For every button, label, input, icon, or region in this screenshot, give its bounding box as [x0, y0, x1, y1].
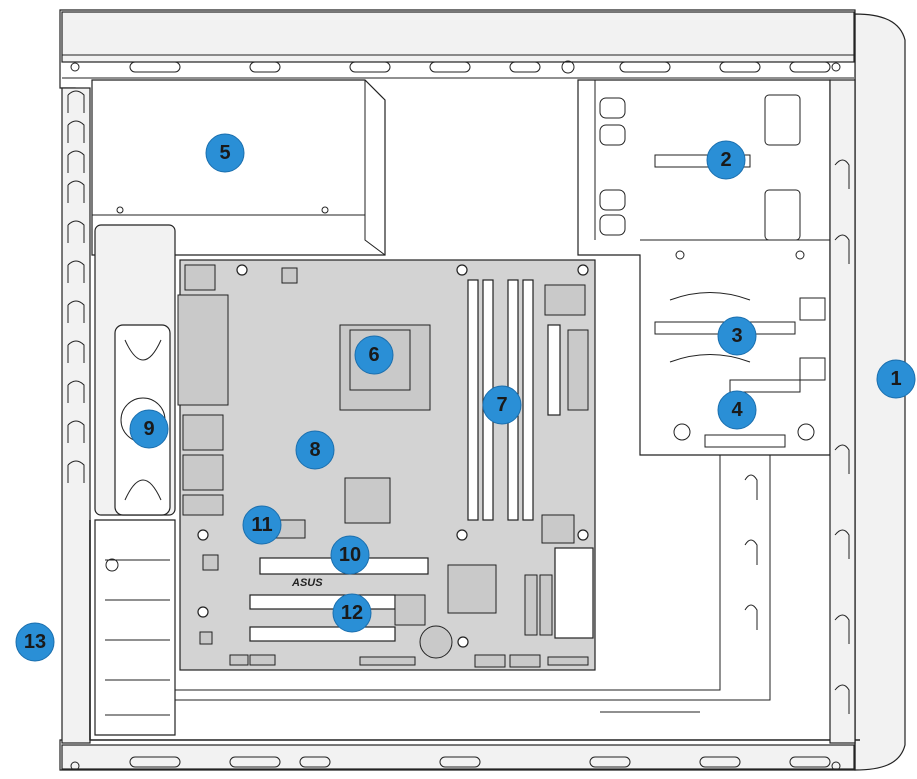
svg-text:10: 10 — [339, 544, 361, 566]
svg-text:1: 1 — [890, 368, 901, 390]
motherboard: ASUS — [177, 259, 596, 671]
top-clips — [70, 60, 841, 74]
top-rail — [61, 11, 855, 63]
callout-7: 7 — [482, 385, 522, 425]
front-rail-clips — [744, 159, 850, 714]
callout-1: 1 — [876, 359, 916, 399]
front-bay-rail — [829, 79, 856, 744]
callout-11: 11 — [242, 505, 282, 545]
callout-4: 4 — [717, 390, 757, 430]
callout-5: 5 — [205, 133, 245, 173]
callout-8: 8 — [295, 430, 335, 470]
svg-text:7: 7 — [496, 394, 507, 416]
svg-text:11: 11 — [251, 514, 272, 536]
rear-panel — [61, 87, 91, 744]
callout-2: 2 — [706, 140, 746, 180]
svg-text:12: 12 — [341, 602, 363, 624]
bottom-clips — [70, 756, 841, 771]
svg-text:3: 3 — [731, 325, 742, 347]
svg-text:5: 5 — [219, 142, 230, 164]
svg-text:4: 4 — [731, 399, 743, 421]
svg-text:9: 9 — [143, 418, 154, 440]
callout-3: 3 — [717, 316, 757, 356]
svg-text:13: 13 — [24, 631, 46, 653]
rear-vents — [67, 90, 85, 483]
callout-9: 9 — [129, 409, 169, 449]
front-panel — [854, 13, 906, 771]
callout-6: 6 — [354, 335, 394, 375]
pci-slot-2 — [249, 626, 396, 642]
svg-text:6: 6 — [368, 344, 379, 366]
callout-13: 13 — [15, 622, 55, 662]
callout-10: 10 — [330, 535, 370, 575]
callout-12: 12 — [332, 593, 372, 633]
rear-fan — [94, 224, 176, 516]
power-supply — [91, 79, 386, 256]
svg-text:8: 8 — [309, 439, 320, 461]
svg-text:2: 2 — [720, 149, 731, 171]
pci-slot-1 — [249, 594, 396, 610]
expansion-slot-covers — [94, 519, 176, 736]
asus-logo: ASUS — [291, 577, 323, 589]
